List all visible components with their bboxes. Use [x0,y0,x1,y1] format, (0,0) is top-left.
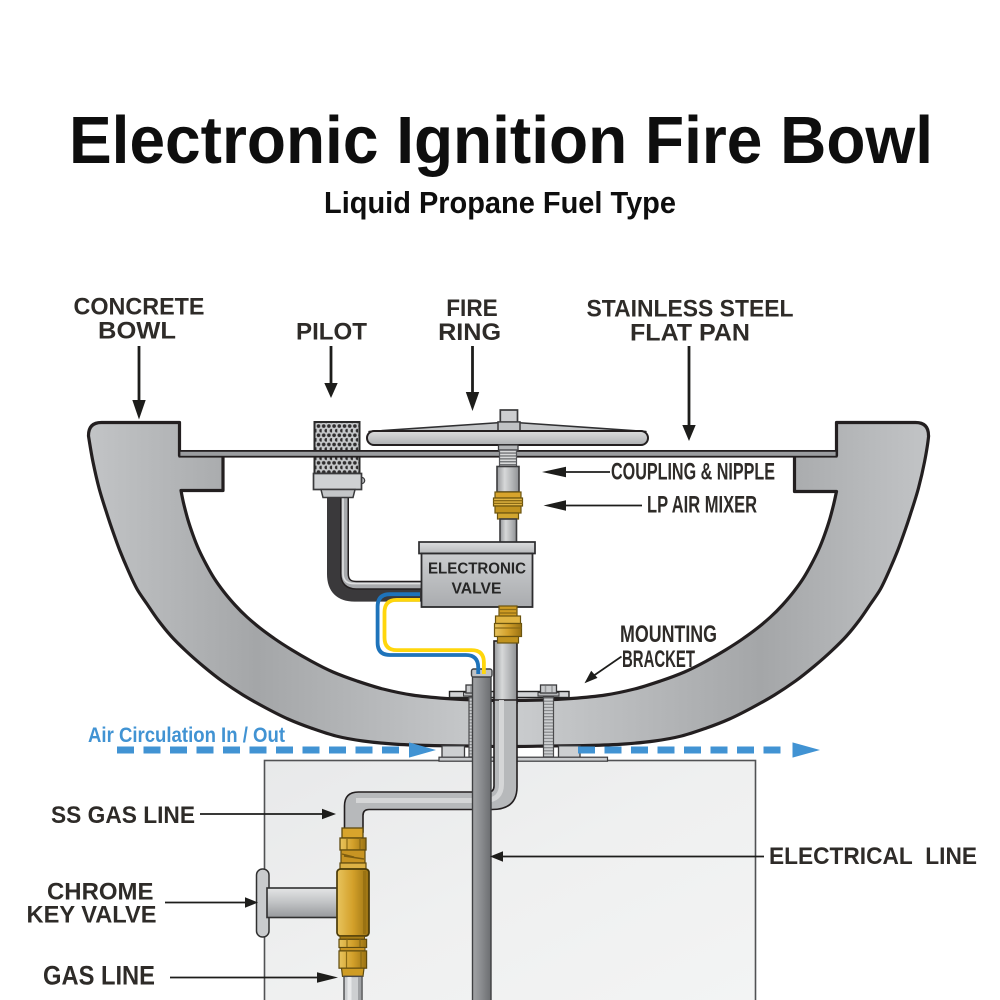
svg-text:Electronic Ignition Fire Bowl: Electronic Ignition Fire Bowl [69,103,933,178]
svg-text:PILOT: PILOT [296,319,367,346]
svg-text:Liquid Propane Fuel Type: Liquid Propane Fuel Type [324,185,676,220]
svg-text:VALVE: VALVE [452,581,502,598]
svg-text:ELECTRICAL LINE: ELECTRICAL LINE [769,843,977,870]
svg-text:KEY VALVE: KEY VALVE [27,902,157,929]
svg-text:Air Circulation In / Out: Air Circulation In / Out [88,724,285,747]
svg-text:CONCRETE: CONCRETE [74,294,205,321]
svg-text:COUPLING & NIPPLE: COUPLING & NIPPLE [611,459,775,486]
svg-text:SS GAS LINE: SS GAS LINE [51,802,195,829]
svg-text:STAINLESS STEEL: STAINLESS STEEL [587,296,794,323]
svg-text:RING: RING [438,319,501,346]
svg-text:GAS LINE: GAS LINE [43,961,155,991]
svg-text:LP AIR MIXER: LP AIR MIXER [647,492,757,519]
svg-text:FIRE: FIRE [446,295,498,322]
svg-text:ELECTRONIC: ELECTRONIC [428,561,526,578]
svg-text:CHROME: CHROME [47,879,154,906]
svg-text:BOWL: BOWL [98,318,176,345]
svg-text:FLAT PAN: FLAT PAN [630,320,750,347]
svg-text:MOUNTING: MOUNTING [620,621,717,648]
svg-text:BRACKET: BRACKET [622,646,695,673]
